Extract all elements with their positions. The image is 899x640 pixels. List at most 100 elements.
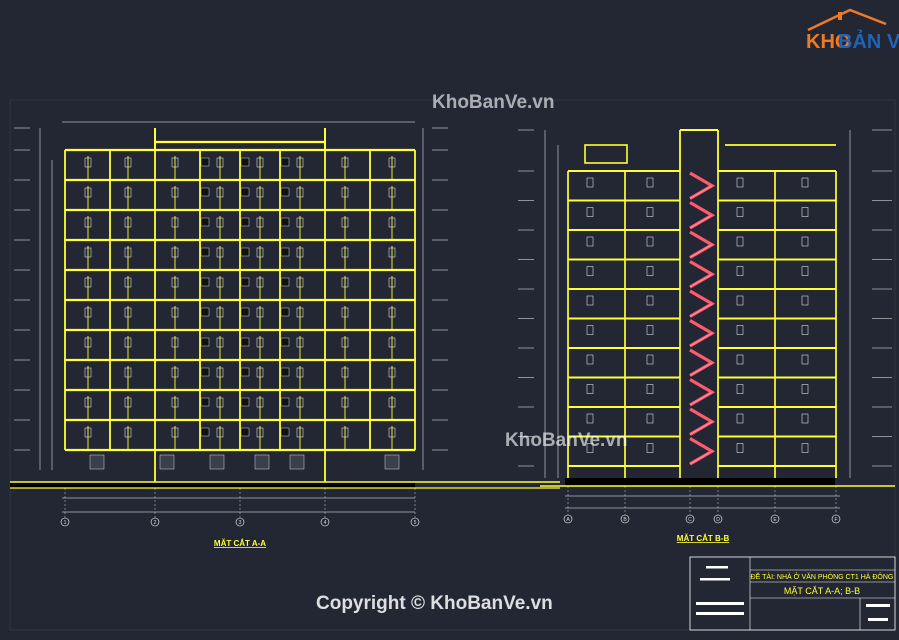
window-opening [200,217,210,227]
door-opening [388,157,396,168]
door-opening [256,397,264,408]
door-opening [124,247,132,258]
door-opening [256,217,264,228]
door-opening [646,325,654,335]
door-opening [736,295,744,306]
door-opening [801,354,809,365]
door-opening [586,354,594,365]
section-a-title: MẶT CẮT A-A [214,539,266,548]
door-opening [296,307,304,318]
grid-axis-label: 3 [239,520,242,526]
door-opening [124,427,132,438]
door-opening [216,217,224,228]
window-opening [200,277,210,287]
title-block: ĐỀ TÀI: NHÀ Ở VĂN PHÒNG CT1 HÀ ĐÔNG MẶT … [689,556,896,631]
door-opening [736,384,744,394]
door-opening [84,217,92,228]
door-opening [646,266,654,276]
door-opening [171,427,179,438]
door-opening [124,217,132,228]
window-opening [200,337,210,347]
door-opening [388,397,396,408]
door-opening [256,187,264,198]
door-opening [736,354,744,365]
window-opening [280,427,290,437]
door-opening [84,187,92,198]
door-opening [216,397,224,408]
door-opening [84,367,92,378]
window-opening [280,397,290,407]
door-opening [586,413,594,424]
grid-axis-label: 1 [64,520,67,526]
door-opening [171,337,179,348]
door-opening [171,277,179,288]
door-opening [586,295,594,306]
section-b-b-drawing [518,129,892,509]
door-opening [646,177,654,188]
door-opening [124,397,132,408]
stair-hatch [689,391,713,406]
door-opening [341,157,349,168]
door-opening [256,427,264,438]
grid-axis-bubble [150,517,160,527]
door-opening [388,217,396,228]
door-opening [801,325,809,335]
stair-hatch [689,273,713,288]
door-opening [124,187,132,198]
grid-axis-label: D [716,517,720,523]
door-opening [256,277,264,288]
ground-floor-opening [89,454,105,470]
door-opening [801,413,809,424]
door-opening [84,427,92,438]
door-opening [296,367,304,378]
ground-floor-opening [159,454,175,470]
door-opening [801,295,809,306]
window-opening [280,307,290,317]
door-opening [586,266,594,276]
window-opening [240,427,250,437]
window-opening [200,427,210,437]
stair-hatch [689,332,713,347]
door-opening [341,367,349,378]
door-opening [124,337,132,348]
logo-text-banve: BẢN VẼ [838,30,899,53]
grid-axis-label: F [834,517,837,523]
grid-axis-bubble [620,514,630,524]
section-b-title: MẶT CẮT B-B [677,534,730,543]
door-opening [801,384,809,394]
ground-line-b [565,478,835,486]
grid-axis-bubble [713,514,723,524]
door-opening [216,337,224,348]
door-opening [736,325,744,335]
door-opening [388,307,396,318]
title-block-project: ĐỀ TÀI: NHÀ Ở VĂN PHÒNG CT1 HÀ ĐÔNG [751,571,894,581]
door-opening [84,307,92,318]
window-opening [280,217,290,227]
window-opening [240,367,250,377]
door-opening [341,427,349,438]
door-opening [736,207,744,217]
door-opening [256,337,264,348]
door-opening [171,187,179,198]
door-opening [646,354,654,365]
stair-hatch [689,362,713,376]
title-block-sheet-title: MẶT CẮT A-A; B-B [784,586,860,596]
door-opening [124,367,132,378]
window-opening [280,277,290,287]
stair-hatch [689,185,713,199]
stair-flight [689,348,716,377]
door-opening [388,247,396,258]
grid-axis-bubble [60,517,70,527]
door-opening [388,427,396,438]
door-opening [296,187,304,198]
window-opening [200,187,210,197]
door-opening [586,236,594,247]
door-opening [84,247,92,258]
window-opening [200,397,210,407]
grid-axis-bubble [320,517,330,527]
door-opening [586,384,594,394]
